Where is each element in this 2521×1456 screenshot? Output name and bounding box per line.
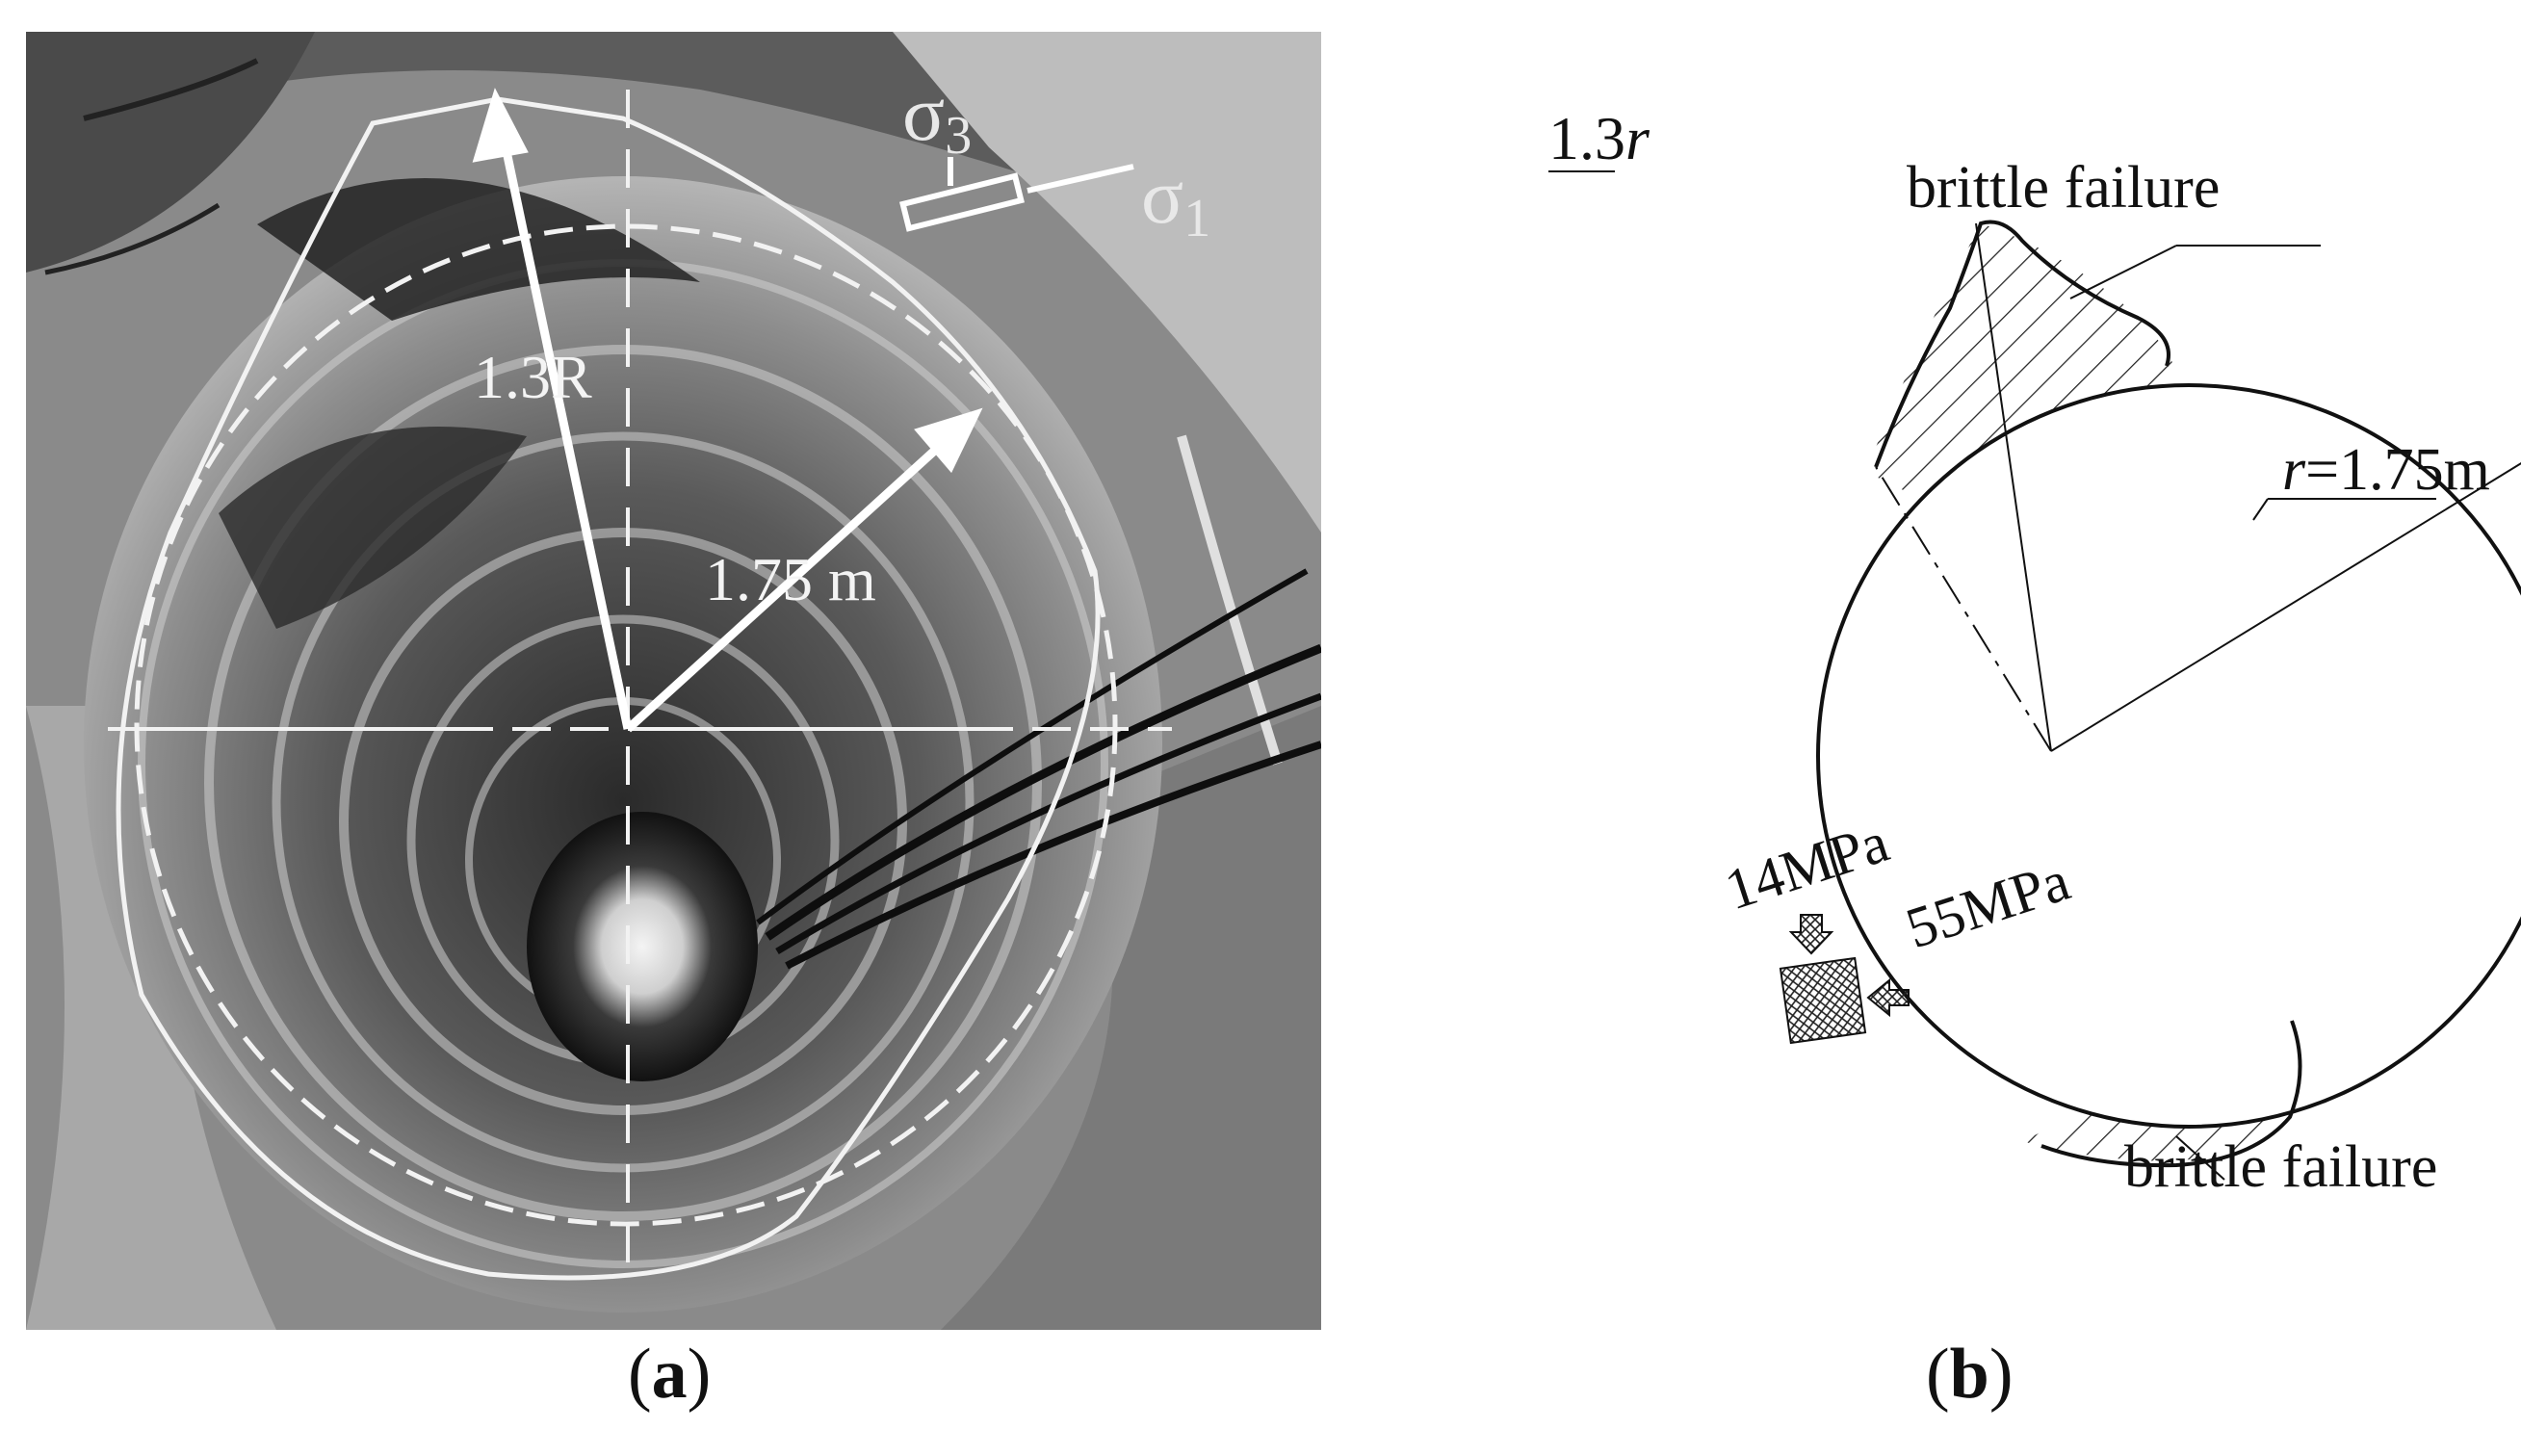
label-radius: r=1.75m [2282, 437, 2490, 503]
failure-diagram: 1.3r brittle failure r=1.75m 14MPa 55MPa… [1548, 104, 2521, 1200]
cables [756, 568, 1323, 970]
label-sigma3: σ3 [902, 69, 972, 166]
label-stress-major: 55MPa [1899, 848, 2077, 960]
tunnel-photo-panel: 1.3R 1.75 m σ3 σ1 [26, 32, 1323, 1330]
failure-bottom-leader [2175, 1135, 2225, 1181]
extent-line-dashed [1875, 466, 2052, 752]
failure-diagram-panel: 1.3r brittle failure r=1.75m 14MPa 55MPa… [1329, 0, 2521, 1451]
radius-arrow [624, 407, 983, 733]
label-failure-bottom: brittle failure [2124, 1134, 2437, 1200]
extent-line [1975, 222, 2052, 752]
stress-arrow-major [1866, 977, 1910, 1018]
pilot-bore [527, 812, 758, 1081]
tunnel-photo: 1.3R 1.75 m σ3 σ1 [26, 32, 1323, 1330]
failure-contour [116, 96, 1101, 1281]
label-failure-top: brittle failure [1907, 155, 2220, 221]
caption-a: (a) [628, 1335, 712, 1414]
radius-extent-arrow [472, 88, 633, 730]
radius-line [2050, 462, 2521, 752]
failure-zone-top [1866, 223, 2189, 539]
failure-top-leader [2069, 245, 2177, 299]
failure-contour-bottom [2040, 1020, 2302, 1168]
excavation-circle [1816, 383, 2521, 1129]
failure-contour-top [1874, 220, 2170, 468]
caption-b-letter: b [1949, 1335, 1989, 1414]
label-extent: 1.3r [1548, 104, 1650, 172]
label-sigma1: σ1 [1141, 152, 1210, 248]
label-radius-extent: 1.3R [474, 343, 592, 411]
caption-a-letter: a [651, 1335, 688, 1414]
stress-element [899, 157, 1134, 232]
stress-arrow-minor [1788, 914, 1834, 955]
label-stress-minor: 14MPa [1718, 810, 1896, 922]
label-radius: 1.75 m [705, 545, 876, 613]
caption-b: (b) [1926, 1335, 2014, 1414]
stress-element [1779, 914, 1910, 1045]
